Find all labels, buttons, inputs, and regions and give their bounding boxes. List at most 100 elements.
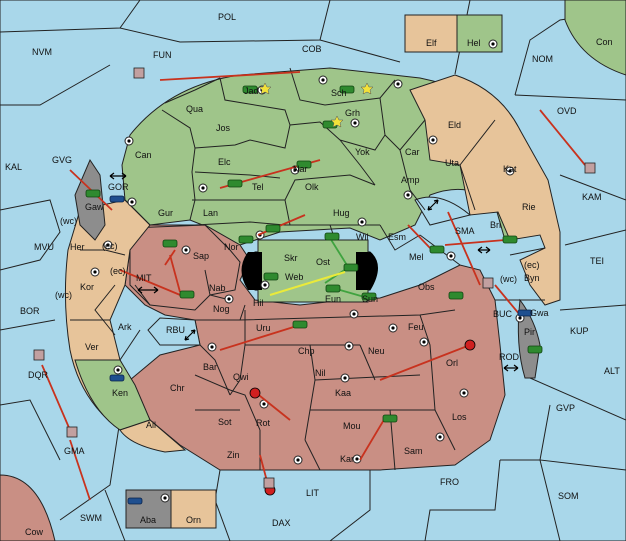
province-label: Can [135,150,152,160]
army-icon[interactable] [227,179,243,188]
province-label: (ec) [524,260,540,270]
province-label: Grh [345,108,360,118]
move-arrow [119,269,186,298]
province-label: Kaa [335,388,351,398]
units [33,67,596,505]
supply-center-icon [419,337,429,347]
gaw-province[interactable] [74,158,106,241]
army-icon[interactable] [85,189,101,198]
star-icon [360,82,374,95]
army-icon[interactable] [325,284,341,293]
province-label: Esm [388,232,406,242]
province-label: Chp [298,346,315,356]
army-icon[interactable] [238,235,254,244]
army-icon[interactable] [324,232,340,241]
supply-center-icon [260,280,270,290]
province-label: Gaw [85,202,104,212]
province-label: Gur [158,208,173,218]
elf-province[interactable] [404,14,458,53]
fleet-icon[interactable] [109,195,125,203]
unit-box-icon[interactable] [66,426,78,438]
province-label: COB [302,44,322,54]
supply-center-icon [349,309,359,319]
army-icon[interactable] [361,292,377,301]
province-label: Sch [331,88,347,98]
ail-province[interactable] [119,419,187,453]
void-right [356,252,377,290]
army-icon[interactable] [343,263,359,272]
army-icon[interactable] [429,245,445,254]
east-tan-band [409,74,561,306]
supply-center-icon [459,388,469,398]
unit-box-icon[interactable] [133,67,145,79]
province-label: Wil [356,232,369,242]
move-arrow [69,439,91,501]
province-label: Olk [305,182,319,192]
dislodged-unit-icon[interactable] [464,339,476,351]
province-label: Rie [522,202,536,212]
province-label: Orn [186,515,201,525]
army-icon[interactable] [448,291,464,300]
move-arrow [169,254,181,293]
province-label: MIT [136,273,152,283]
province-label: Nil [315,368,326,378]
province-label: GMA [64,446,85,456]
double-arrow-icon [503,364,519,372]
province-label: Skr [284,253,298,263]
supply-center-icon [488,39,498,49]
fleet-icon[interactable] [127,497,143,505]
province-label: FUN [153,50,172,60]
move-arrow [254,391,291,421]
sma-inlet[interactable] [414,196,472,226]
supply-center-icon [340,373,350,383]
passage-arrows [109,172,519,372]
province-label: Feu [408,322,424,332]
ken-province[interactable] [74,359,151,431]
double-arrow-icon [427,199,439,211]
province-label: (wc) [55,290,72,300]
province-label: Neu [368,346,385,356]
province-label: OVD [557,106,577,116]
orn-province[interactable] [170,489,217,529]
province-label: Yok [355,147,370,157]
army-icon[interactable] [265,224,281,233]
army-icon[interactable] [292,320,308,329]
province-label: Amp [401,175,420,185]
army-icon[interactable] [339,85,355,94]
supply-center-icon [293,455,303,465]
province-label: KAM [582,192,602,202]
supply-center-icon [446,251,456,261]
army-icon[interactable] [527,345,543,354]
province-label: Elf [426,38,437,48]
fleet-icon[interactable] [109,374,125,382]
province-label: (ec) [110,266,126,276]
supply-center-icon [505,166,515,176]
province-label: POL [218,12,236,22]
unit-box-icon[interactable] [33,349,45,361]
province-label: MVU [34,242,54,252]
supply-center-icon [393,79,403,89]
dislodged-unit-icon[interactable] [249,387,261,399]
army-icon[interactable] [502,235,518,244]
province-label: Nab [209,283,226,293]
sap-province[interactable] [129,224,241,311]
province-label: Ark [118,322,132,332]
army-icon[interactable] [263,272,279,281]
army-icon[interactable] [242,85,258,94]
province-label: (wc) [500,274,517,284]
army-icon[interactable] [296,160,312,169]
province-label: Hug [333,208,350,218]
province-label: (ec) [102,241,118,251]
unit-box-icon[interactable] [263,477,275,489]
army-icon[interactable] [162,239,178,248]
army-icon[interactable] [382,414,398,423]
province-label: BOR [20,306,40,316]
army-icon[interactable] [179,290,195,299]
fleet-icon[interactable] [517,309,533,317]
province-label: Aba [140,515,156,525]
unit-box-icon[interactable] [584,162,596,174]
province-label: Chr [170,383,185,393]
province-label: SOM [558,491,579,501]
unit-box-icon[interactable] [482,277,494,289]
